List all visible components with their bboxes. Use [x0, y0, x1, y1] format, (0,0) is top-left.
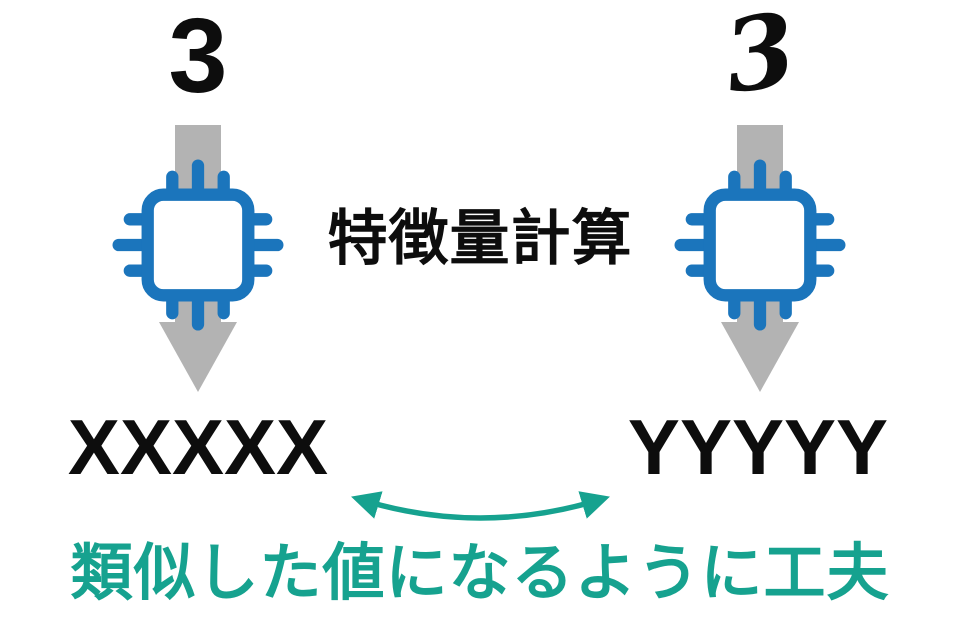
down-arrow-head: [721, 322, 799, 392]
double-headed-curved-arrow-icon: [351, 491, 610, 521]
right-output-value: YYYYY: [627, 403, 889, 491]
down-arrow-head: [159, 322, 237, 392]
chip-icon: [674, 159, 846, 331]
chip-icon: [112, 159, 284, 331]
process-label: 特徴量計算: [327, 205, 633, 272]
right-input-digit: 3: [717, 0, 803, 117]
left-output-value: XXXXX: [67, 403, 329, 491]
left-input-digit: 3: [168, 0, 228, 115]
similarity-caption: 類似した値になるように工夫: [70, 539, 890, 608]
